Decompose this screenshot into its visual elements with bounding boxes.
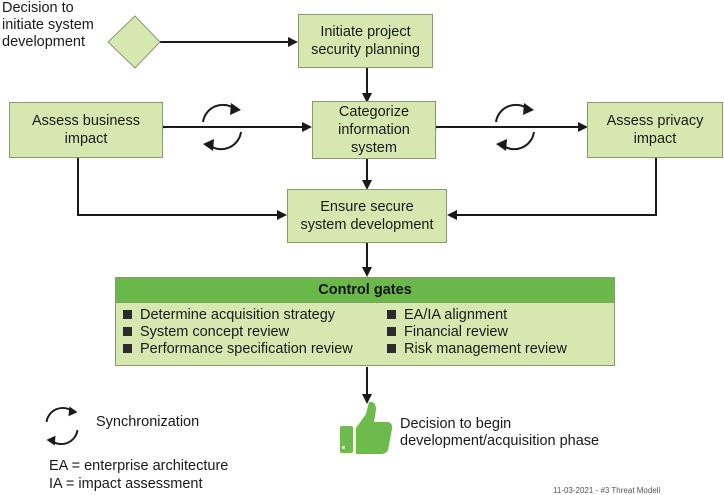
gate-item: Performance specification review (123, 340, 353, 357)
bullet-square-icon (387, 327, 396, 336)
legend-ea-label: EA = enterprise architecture (49, 458, 229, 474)
gate-item: System concept review (123, 323, 353, 340)
gate-item: Risk management review (387, 340, 567, 357)
footer-caption: 11-03-2021 - #3 Threat Modeli (553, 486, 661, 495)
arrow-privacy-to-ensure (447, 158, 657, 220)
decision-begin-label: Decision to begin development/acquisitio… (400, 416, 600, 449)
start-decision-diamond (107, 15, 161, 69)
gate-item: EA/IA alignment (387, 306, 567, 323)
sync-icon (202, 103, 242, 151)
legend-ia-label: IA = impact assessment (49, 476, 203, 492)
gate-item: Financial review (387, 323, 567, 340)
gate-item: Determine acquisition strategy (123, 306, 353, 323)
legend-sync-icon (45, 406, 79, 446)
control-gates-right-list: EA/IA alignment Financial review Risk ma… (387, 306, 567, 357)
thumbs-up-icon (340, 401, 393, 454)
control-gates-left-list: Determine acquisition strategy System co… (123, 306, 353, 357)
bullet-square-icon (387, 344, 396, 353)
control-gates-title: Control gates (116, 278, 614, 303)
bullet-square-icon (123, 310, 132, 319)
bullet-square-icon (387, 310, 396, 319)
assess-privacy-impact-box: Assess privacy impact (587, 102, 723, 158)
bullet-square-icon (123, 344, 132, 353)
initiate-planning-box: Initiate project security planning (298, 14, 433, 68)
legend-sync-label: Synchronization (96, 414, 200, 430)
bullet-square-icon (123, 327, 132, 336)
control-gates-panel: Control gates Determine acquisition stra… (115, 277, 615, 366)
arrow-business-to-ensure (77, 158, 287, 220)
start-decision-label: Decision to initiate system development (2, 0, 94, 50)
categorize-system-box: Categorize information system (312, 101, 436, 159)
sync-icon (495, 103, 535, 151)
ensure-secure-development-box: Ensure secure system development (287, 189, 447, 243)
assess-business-impact-box: Assess business impact (9, 102, 163, 158)
